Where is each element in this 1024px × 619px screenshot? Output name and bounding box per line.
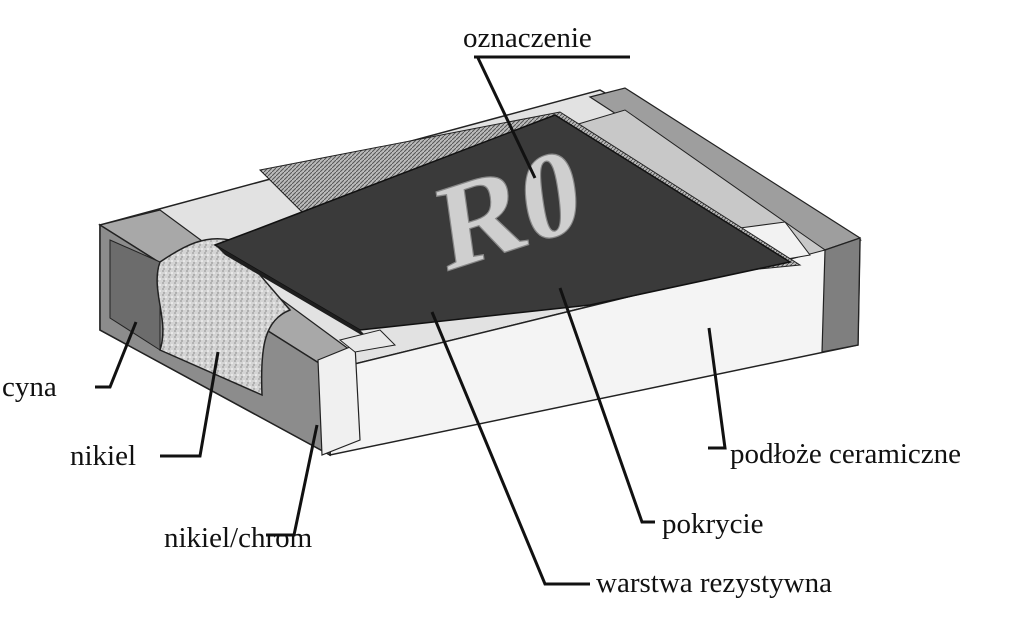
leader-coating [558,287,655,524]
coating-layer [213,111,802,353]
left-terminal [98,209,361,457]
leader-lines [95,55,727,586]
label-resistive-layer: warstwa rezystywna [596,567,832,599]
label-nickel: nikiel [70,440,137,472]
leader-nickel [160,351,220,458]
label-ceramic-substrate: podłoże ceramiczne [730,438,962,470]
label-nickel-chrome: nikiel/chrom [164,522,313,554]
leader-resistive [430,311,590,586]
label-coating: pokrycie [662,508,764,540]
label-tin: cyna [2,371,57,403]
leader-nickel-chrome [266,424,319,537]
label-marking: oznaczenie [463,22,592,54]
leader-substrate [707,327,727,450]
leader-tin [95,321,138,389]
leader-marking [474,55,630,179]
